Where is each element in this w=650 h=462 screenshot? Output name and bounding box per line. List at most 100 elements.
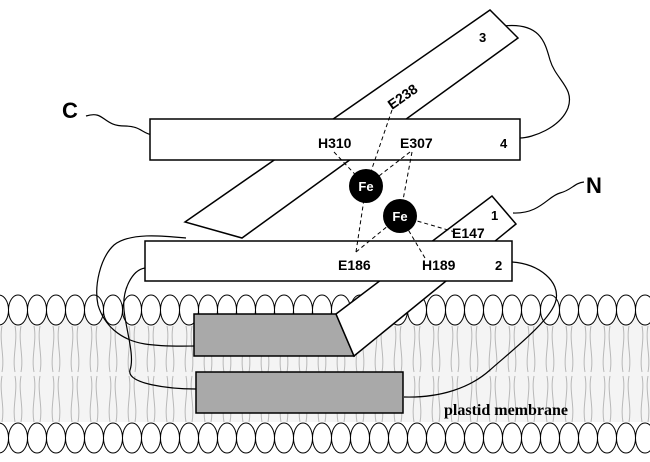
lipid-tail <box>640 375 644 423</box>
lipid-tail <box>431 325 435 373</box>
lipid-head <box>578 422 598 454</box>
lipid-tail <box>146 375 150 423</box>
lipid-tail <box>171 325 175 373</box>
lipid-tail <box>184 325 188 373</box>
lipid-head <box>426 422 446 454</box>
lipid-tail <box>551 325 555 373</box>
lipid-head <box>578 294 598 326</box>
lipid-tail <box>475 325 479 373</box>
lipid-tail <box>621 375 625 423</box>
lipid-tail <box>551 375 555 423</box>
n-terminus-label: N <box>586 173 602 198</box>
lipid-head <box>635 422 650 454</box>
lipid-tail <box>57 325 61 373</box>
lipid-tail <box>76 375 80 423</box>
lipid-heads-bottom <box>0 422 650 454</box>
residue-h189: H189 <box>422 257 456 273</box>
lipid-tail <box>114 325 118 373</box>
helix-numbers: 1 2 3 4 <box>479 30 508 273</box>
lipid-head <box>8 294 28 326</box>
lipid-head <box>103 422 123 454</box>
lipid-head <box>8 422 28 454</box>
lipid-tail <box>418 375 422 423</box>
lipid-tail <box>133 375 137 423</box>
lipid-head <box>616 422 636 454</box>
lipid-head <box>312 422 332 454</box>
lipid-tail <box>494 375 498 423</box>
lipid-tail <box>437 325 441 373</box>
lipid-head <box>521 422 541 454</box>
lipid-tail <box>564 325 568 373</box>
lipid-tail <box>19 325 23 373</box>
lipid-tail <box>507 325 511 373</box>
lipid-tail <box>70 375 74 423</box>
lipid-tail <box>108 375 112 423</box>
lipid-head <box>46 422 66 454</box>
lipid-tail <box>13 325 17 373</box>
loop-helix2-membrane-right <box>403 261 558 398</box>
lipid-head <box>217 422 237 454</box>
lipid-tail <box>89 325 93 373</box>
lipid-head <box>483 294 503 326</box>
lipid-tail <box>184 375 188 423</box>
lipid-tail <box>583 325 587 373</box>
lipid-tail <box>190 375 194 423</box>
lipid-tail <box>608 375 612 423</box>
lipid-tail <box>95 375 99 423</box>
lipid-tail <box>76 325 80 373</box>
lipid-tail <box>488 375 492 423</box>
lipid-tail <box>152 375 156 423</box>
lipid-tail <box>526 375 530 423</box>
lipid-head <box>464 294 484 326</box>
lipid-tail <box>412 325 416 373</box>
lipid-tail <box>165 375 169 423</box>
lipid-head <box>122 422 142 454</box>
lipid-tail <box>589 375 593 423</box>
lipid-tail <box>146 325 150 373</box>
c-terminus-tail <box>85 114 153 136</box>
lipid-tail <box>456 325 460 373</box>
lipid-head <box>160 422 180 454</box>
lipid-head <box>483 422 503 454</box>
lipid-tail <box>469 325 473 373</box>
lipid-head <box>540 422 560 454</box>
lipid-tail <box>38 325 42 373</box>
lipid-tail <box>51 375 55 423</box>
lipid-tail <box>19 375 23 423</box>
lipid-tail <box>640 325 644 373</box>
lipid-head <box>236 422 256 454</box>
lipid-tail <box>127 375 131 423</box>
lipid-head <box>0 422 9 454</box>
lipid-tail <box>570 325 574 373</box>
lipid-tail <box>589 325 593 373</box>
lipid-tail <box>393 325 397 373</box>
lipid-tail <box>570 375 574 423</box>
lipid-tail <box>127 325 131 373</box>
lipid-tail <box>171 375 175 423</box>
lipid-tail <box>0 325 4 373</box>
iron-center-2: Fe <box>383 199 417 233</box>
lipid-tail <box>627 375 631 423</box>
lipid-tail <box>526 325 530 373</box>
lipid-head <box>445 422 465 454</box>
bond-e147-fe2 <box>399 215 456 233</box>
lipid-tail <box>412 375 416 423</box>
bond-e307-fe1 <box>365 151 411 187</box>
lipid-head <box>179 422 199 454</box>
lipid-tail <box>583 375 587 423</box>
c-terminus-label: C <box>62 98 78 123</box>
lipid-tail <box>114 375 118 423</box>
lipid-tail <box>152 325 156 373</box>
lipid-tail <box>190 325 194 373</box>
lipid-head <box>65 422 85 454</box>
lipid-head <box>502 294 522 326</box>
lipid-head <box>293 422 313 454</box>
membrane-helix-gray-lower <box>195 371 404 414</box>
lipid-head <box>84 294 104 326</box>
lipid-head <box>445 294 465 326</box>
lipid-head <box>350 422 370 454</box>
helix-number-4: 4 <box>500 136 508 151</box>
helix-number-3: 3 <box>479 30 486 45</box>
